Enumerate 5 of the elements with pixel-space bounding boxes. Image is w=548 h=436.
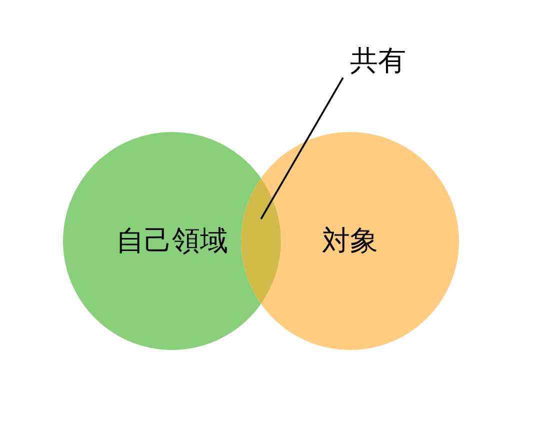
set-label: 自己領域: [116, 225, 228, 257]
overlap-region: [241, 178, 281, 304]
overlap-label: 共有: [343, 44, 413, 78]
set-label: 対象: [322, 225, 378, 257]
leader-line: [260, 77, 344, 220]
